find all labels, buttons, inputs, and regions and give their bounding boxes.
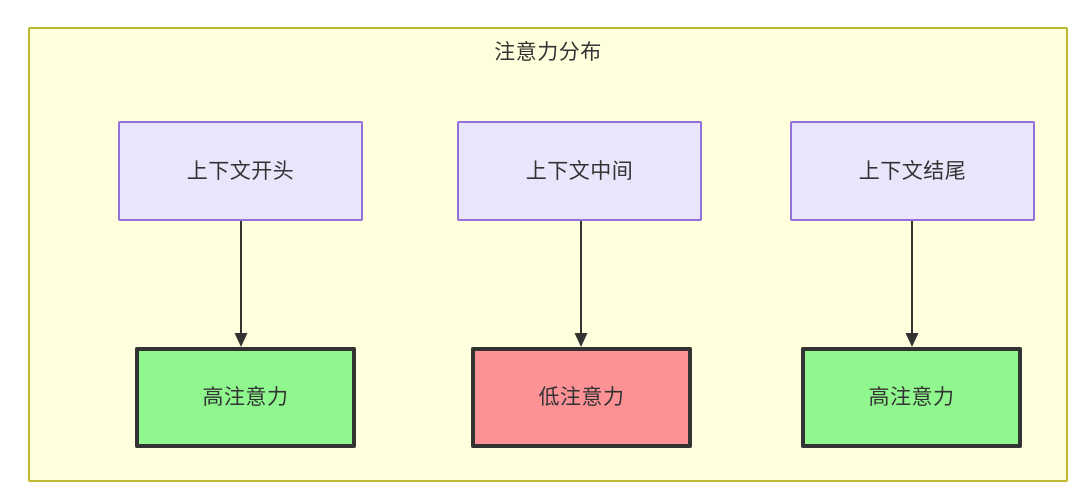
diagram-title: 注意力分布	[494, 41, 602, 64]
node-high-attention-start[interactable]: 高注意力	[135, 347, 356, 448]
node-context-middle[interactable]: 上下文中间	[457, 121, 702, 221]
node-context-end[interactable]: 上下文结尾	[790, 121, 1035, 221]
node-high-attention-end[interactable]: 高注意力	[801, 347, 1022, 448]
edge-context-end-to-high-attention	[905, 221, 919, 349]
node-context-middle-label: 上下文中间	[525, 159, 634, 183]
node-high-attention-start-label: 高注意力	[202, 386, 289, 409]
edge-context-start-to-high-attention	[234, 221, 248, 349]
node-context-start[interactable]: 上下文开头	[118, 121, 363, 221]
node-context-end-label: 上下文结尾	[858, 159, 967, 183]
node-low-attention-middle[interactable]: 低注意力	[471, 347, 692, 448]
node-low-attention-middle-label: 低注意力	[538, 386, 625, 409]
attention-distribution-container: 注意力分布 上下文开头 上下文中间 上下文结尾	[28, 27, 1068, 482]
node-high-attention-end-label: 高注意力	[868, 386, 955, 409]
edge-context-middle-to-low-attention	[574, 221, 588, 349]
node-context-start-label: 上下文开头	[186, 159, 295, 183]
